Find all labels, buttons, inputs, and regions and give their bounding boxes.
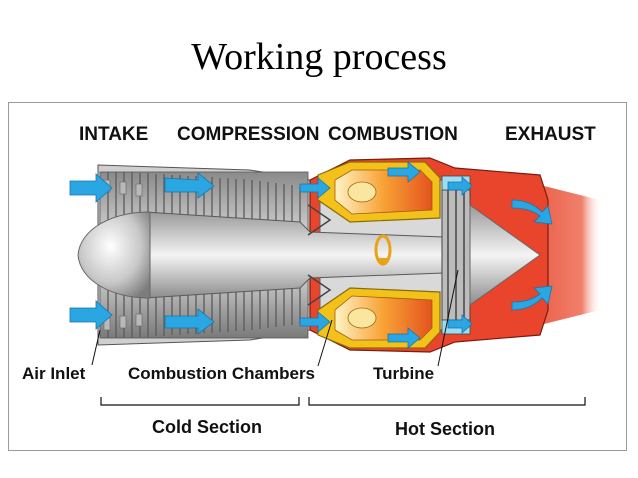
exhaust-cone — [469, 204, 541, 306]
combustion-label: COMBUSTION — [328, 124, 458, 145]
exhaust-arrow-bottom-icon — [511, 285, 553, 311]
hot-section-bracket — [308, 397, 586, 406]
inlet-arrow-top-icon — [69, 173, 113, 203]
exhaust-arrow-top-icon — [511, 199, 553, 225]
compression-label: COMPRESSION — [177, 124, 320, 145]
air-inlet-label: Air Inlet — [22, 364, 86, 383]
intake-label: INTAKE — [79, 124, 148, 145]
compression-arrow-top-icon — [164, 172, 215, 199]
combustion-chamber-top — [317, 161, 441, 223]
turbine-arrow-top-icon — [447, 176, 473, 196]
callout-leaders — [91, 269, 459, 367]
turbine-label: Turbine — [373, 364, 434, 383]
combustion-chamber-bottom — [317, 287, 441, 349]
exhaust-label: EXHAUST — [505, 124, 596, 145]
combustor-inlet-arrow-top-icon — [299, 177, 331, 199]
rotation-arrow-icon — [374, 234, 392, 266]
chamber-arrow-top-icon — [387, 161, 421, 183]
turbine-stages — [441, 175, 471, 335]
nose-cone — [77, 211, 151, 299]
exhaust-plume — [540, 185, 600, 325]
section-brackets — [100, 397, 586, 406]
hot-section-label: Hot Section — [395, 419, 495, 439]
combustion-chambers-label: Combustion Chambers — [128, 364, 315, 383]
airflow-arrows — [69, 161, 553, 349]
inlet-arrow-bottom-icon — [69, 300, 113, 330]
slide-title: Working process — [191, 36, 447, 78]
combustor-inlet-arrow-bottom-icon — [299, 311, 331, 333]
chamber-arrow-bottom-icon — [387, 327, 421, 349]
cold-section-bracket — [100, 397, 300, 406]
diffuser-struts — [307, 204, 332, 306]
cold-section-label: Cold Section — [152, 417, 262, 437]
turbine-arrow-bottom-icon — [447, 314, 473, 334]
compression-arrow-bottom-icon — [164, 308, 215, 335]
